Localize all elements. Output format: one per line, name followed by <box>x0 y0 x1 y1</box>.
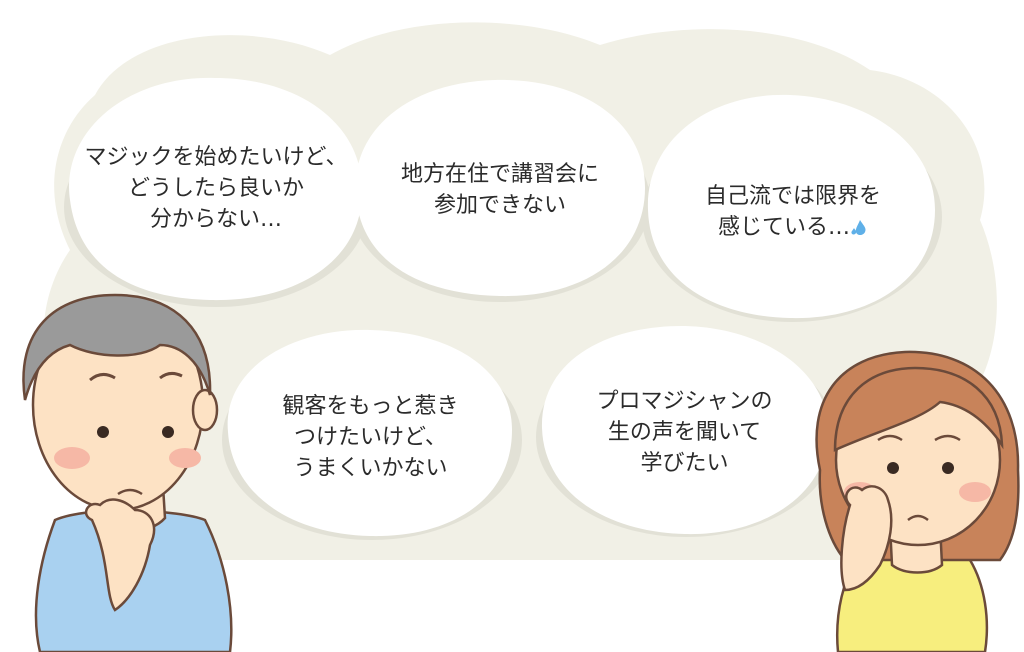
bubble-line: 分からない… <box>149 206 282 232</box>
bubble-self-taught-limit: 自己流では限界を 感じている… <box>648 142 938 282</box>
woman-bangs <box>833 366 1004 452</box>
sweat-drop-icon <box>851 220 866 235</box>
bubble-line: 自己流では限界を <box>704 184 881 209</box>
bubble-line: 生の声を聞いて <box>607 419 762 445</box>
bubble-text: 観客をもっと惹き つけたいけど、 うまくいかない <box>282 391 458 484</box>
worried-woman-illustration <box>815 350 1020 652</box>
bubble-rural-workshop: 地方在住で講習会に 参加できない <box>355 120 645 260</box>
bubble-learn-from-pros: プロマジシャンの 生の声を聞いて 学びたい <box>542 357 827 507</box>
bubble-line: 地方在住で講習会に <box>400 162 599 187</box>
bubble-text: 自己流では限界を 感じている… <box>705 181 881 243</box>
bubble-line: プロマジシャンの <box>596 388 773 414</box>
bubble-line: 観客をもっと惹き <box>282 393 459 419</box>
man-hair <box>22 293 212 401</box>
man-ear <box>191 388 219 432</box>
bubble-text: マジックを始めたいけど、 どうしたら良いか 分からない… <box>85 142 348 235</box>
bubble-captivate-audience: 観客をもっと惹き つけたいけど、 うまくいかない <box>228 362 513 512</box>
bubble-line: 感じている… <box>705 212 881 243</box>
bubble-shapes <box>69 77 935 537</box>
woman-hand <box>840 485 893 592</box>
man-hand <box>84 498 156 612</box>
bubble-text: 地方在住で講習会に 参加できない <box>401 159 599 221</box>
bubble-line: 学びたい <box>640 450 729 476</box>
worried-man-illustration <box>22 293 233 652</box>
bubble-line: 参加できない <box>433 193 566 218</box>
bubble-start-magic: マジックを始めたいけど、 どうしたら良いか 分からない… <box>66 108 366 268</box>
bubble-line: うまくいかない <box>293 455 448 481</box>
bubble-text: プロマジシャンの 生の声を聞いて 学びたい <box>596 386 772 479</box>
bubble-line: マジックを始めたいけど、 <box>84 144 348 170</box>
bubble-line: どうしたら良いか <box>127 175 304 201</box>
bubble-line: つけたいけど、 <box>294 424 447 450</box>
